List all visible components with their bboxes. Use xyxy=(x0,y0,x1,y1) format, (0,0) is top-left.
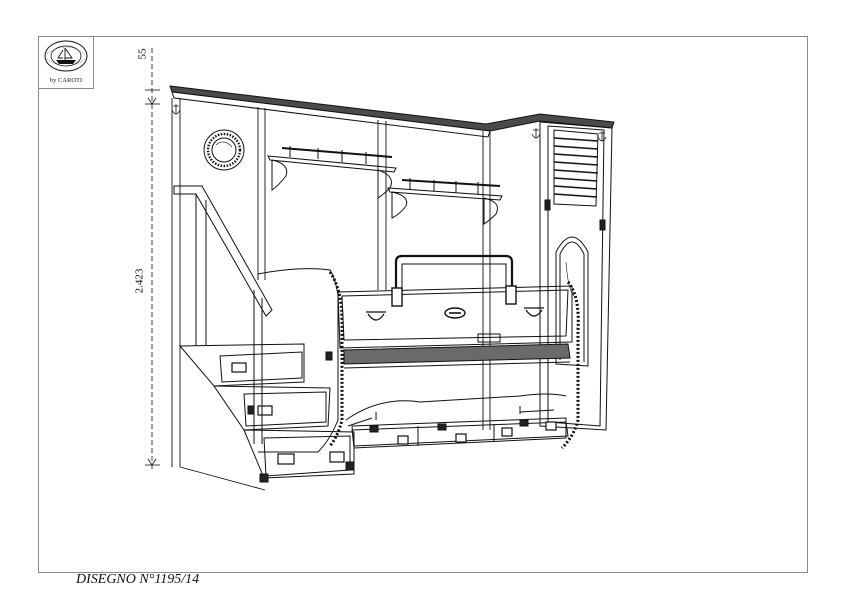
ship-seal-icon xyxy=(44,40,88,72)
upper-bunk xyxy=(257,254,580,453)
staircase xyxy=(173,185,355,483)
drawing-sheet-frame xyxy=(38,36,808,573)
brand-name: by CAROTI xyxy=(49,77,83,84)
porthole-window xyxy=(203,129,245,171)
dimension-top-gap: 55 xyxy=(136,48,149,60)
dimension-line xyxy=(145,48,160,470)
anchor-ornaments xyxy=(171,104,607,142)
drawing-number-caption: DISEGNO N°1195/14 xyxy=(76,572,200,587)
lower-trundle xyxy=(345,393,569,449)
top-cornice xyxy=(169,85,615,138)
back-wall-panel xyxy=(171,98,491,491)
wall-shelf-lower xyxy=(387,178,503,225)
wall-shelf-upper xyxy=(267,146,397,199)
dimension-height: 2.423 xyxy=(133,268,146,294)
brand-logo: by CAROTI xyxy=(38,36,94,89)
tall-wardrobe xyxy=(539,121,613,431)
